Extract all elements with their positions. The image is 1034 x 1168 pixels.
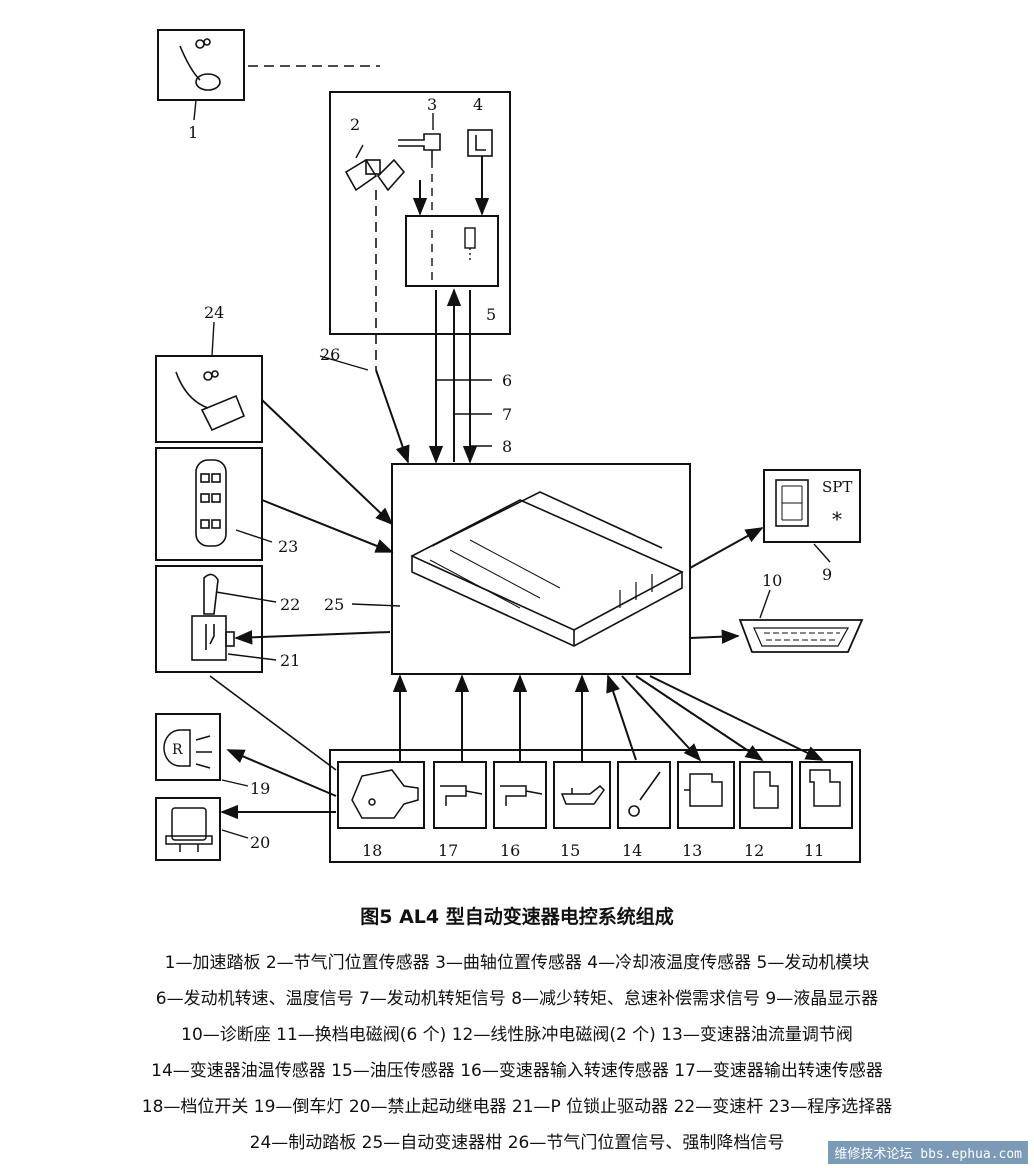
brake-pedal-icon <box>175 370 246 432</box>
legend-line-3: 10—诊断座 11—换档电磁阀(6 个) 12—线性脉冲电磁阀(2 个) 13—… <box>181 1025 853 1045</box>
component-12-box <box>739 761 793 829</box>
accelerator-pedal-icon <box>179 38 221 91</box>
pulse-solenoid-icon <box>753 771 779 809</box>
label-26: 26 <box>320 345 340 364</box>
oil-temp-sensor-icon <box>628 771 661 817</box>
label-20: 20 <box>250 833 270 852</box>
relay-box <box>155 797 221 861</box>
input-speed-sensor-icon <box>500 785 543 806</box>
crankshaft-sensor-icon <box>398 133 441 160</box>
label-9: 9 <box>822 565 832 584</box>
label-3: 3 <box>427 95 437 114</box>
engine-module-box <box>405 215 499 287</box>
flow-valve-icon <box>684 773 723 807</box>
tcu-module-icon <box>410 491 684 647</box>
label-15: 15 <box>560 841 580 860</box>
reverse-lamp-box <box>155 713 221 781</box>
label-2: 2 <box>350 115 360 134</box>
seven-segment-icon <box>775 479 809 527</box>
label-14: 14 <box>622 841 642 860</box>
label-18: 18 <box>362 841 382 860</box>
number-labels: 1 2 3 4 5 26 6 7 8 24 23 22 21 25 9 10 1… <box>172 95 852 860</box>
throttle-sensor-icon <box>344 158 406 192</box>
engine-module-housing <box>329 91 511 335</box>
component-18-box <box>337 761 425 829</box>
legend-line-2: 6—发动机转速、温度信号 7—发动机转矩信号 8—减少转矩、怠速补偿需求信号 9… <box>155 989 879 1009</box>
component-16-box <box>493 761 547 829</box>
accelerator-pedal-box <box>157 29 245 101</box>
tcu-box <box>391 463 691 675</box>
display-star-text: * <box>832 507 842 531</box>
relay-icon <box>165 807 213 852</box>
lcd-display-box <box>763 469 861 543</box>
shift-solenoid-icon <box>809 769 841 807</box>
label-7: 7 <box>502 405 512 424</box>
label-1: 1 <box>188 123 198 142</box>
legend-line-1: 1—加速踏板 2—节气门位置传感器 3—曲轴位置传感器 4—冷却液温度传感器 5… <box>164 953 870 973</box>
label-23: 23 <box>278 537 298 556</box>
component-11-box <box>799 761 853 829</box>
brake-pedal-box <box>155 355 263 443</box>
injector-icon <box>464 227 476 262</box>
label-25: 25 <box>324 595 344 614</box>
watermark: 维修技术论坛 bbs.ephua.com <box>828 1141 1028 1164</box>
component-17-box <box>433 761 487 829</box>
program-selector-icon <box>195 459 227 547</box>
gear-switch-icon <box>351 769 419 819</box>
program-selector-box <box>155 447 263 561</box>
label-10: 10 <box>762 571 782 590</box>
label-8: 8 <box>502 437 512 456</box>
label-6: 6 <box>502 371 512 390</box>
gear-lever-box <box>155 565 263 673</box>
label-16: 16 <box>500 841 520 860</box>
figure-title: 图5 AL4 型自动变速器电控系统组成 <box>360 906 674 928</box>
label-12: 12 <box>744 841 764 860</box>
diagnostic-socket-icon <box>738 619 864 653</box>
label-24: 24 <box>204 303 224 322</box>
label-11: 11 <box>804 841 824 860</box>
label-21: 21 <box>280 651 300 670</box>
legend-line-5: 18—档位开关 19—倒车灯 20—禁止起动继电器 21—P 位锁止驱动器 22… <box>141 1097 893 1117</box>
gear-lever-icon <box>191 573 235 661</box>
reverse-lamp-letter: R <box>172 742 183 758</box>
legend-line-6: 24—制动踏板 25—自动变速器柑 26—节气门位置信号、强制降档信号 <box>249 1133 785 1153</box>
reverse-lamp-icon <box>163 729 212 769</box>
label-17: 17 <box>438 841 458 860</box>
legend-line-4: 14—变速器油温传感器 15—油压传感器 16—变速器输入转速传感器 17—变速… <box>151 1061 883 1081</box>
label-22: 22 <box>280 595 300 614</box>
component-14-box <box>617 761 671 829</box>
component-13-box <box>677 761 735 829</box>
sensor-strip-box <box>329 749 861 863</box>
oil-pressure-sensor-icon <box>560 784 605 805</box>
coolant-sensor-icon <box>467 129 493 157</box>
label-19: 19 <box>250 779 270 798</box>
output-speed-sensor-icon <box>440 785 483 806</box>
display-spt-text: SPT <box>822 478 852 496</box>
label-13: 13 <box>682 841 702 860</box>
label-5: 5 <box>486 305 496 324</box>
label-4: 4 <box>473 95 483 114</box>
